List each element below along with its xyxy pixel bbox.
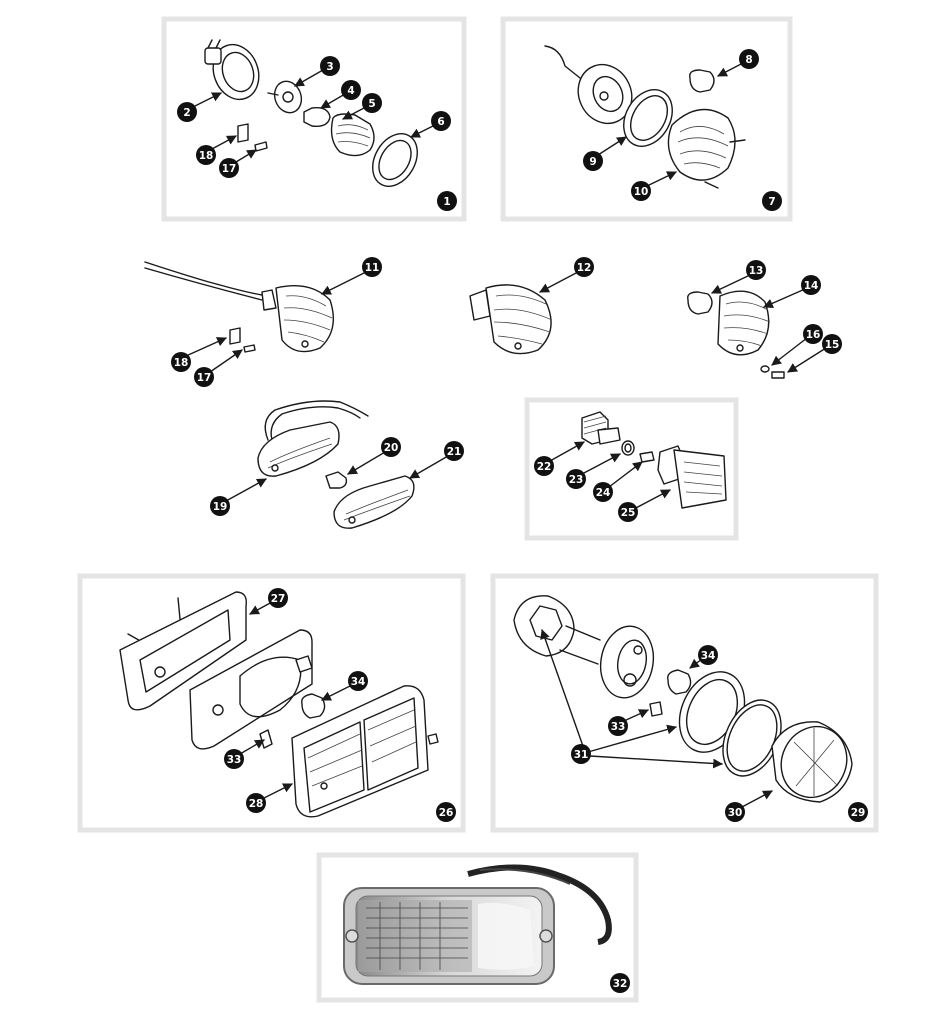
callout-8: 8 (739, 49, 759, 69)
svg-text:27: 27 (271, 593, 286, 605)
svg-text:33: 33 (611, 721, 626, 733)
callout-29: 29 (848, 802, 868, 822)
callout-15: 15 (822, 334, 842, 354)
svg-text:20: 20 (384, 442, 399, 454)
svg-text:18: 18 (199, 150, 214, 162)
svg-text:18: 18 (174, 357, 189, 369)
svg-text:13: 13 (749, 265, 764, 277)
callout-17b: 17 (194, 367, 214, 387)
svg-text:15: 15 (825, 339, 840, 351)
panel-frame-1 (161, 16, 467, 222)
svg-text:19: 19 (213, 501, 228, 513)
leader-arrows (185, 62, 827, 808)
callout-34b: 34 (698, 645, 718, 665)
callout-12: 12 (574, 257, 594, 277)
callout-1: 1 (437, 191, 457, 211)
callout-10: 10 (631, 181, 651, 201)
svg-text:34: 34 (701, 650, 716, 662)
svg-text:24: 24 (596, 487, 611, 499)
callout-26: 26 (436, 802, 456, 822)
callout-6: 6 (431, 111, 451, 131)
svg-text:8: 8 (745, 54, 752, 66)
row-2-drawing (144, 261, 785, 379)
callout-33b: 33 (608, 716, 628, 736)
callout-3: 3 (320, 56, 340, 76)
callout-5: 5 (362, 93, 382, 113)
svg-text:9: 9 (589, 156, 596, 168)
svg-text:32: 32 (613, 978, 628, 990)
callout-7: 7 (762, 191, 782, 211)
svg-text:31: 31 (574, 749, 589, 761)
callout-16: 16 (803, 324, 823, 344)
row-3-drawing (257, 400, 727, 529)
callout-14: 14 (801, 275, 821, 295)
callout-2: 2 (177, 102, 197, 122)
panel-frame-32 (316, 852, 639, 1003)
svg-text:29: 29 (851, 807, 866, 819)
svg-text:25: 25 (621, 507, 636, 519)
callout-23: 23 (566, 469, 586, 489)
svg-text:23: 23 (569, 474, 584, 486)
svg-text:34: 34 (351, 676, 366, 688)
callout-19: 19 (210, 496, 230, 516)
svg-text:6: 6 (437, 116, 444, 128)
svg-text:2: 2 (183, 107, 190, 119)
callout-30: 30 (725, 802, 745, 822)
panel-7-drawing (544, 45, 746, 189)
callout-badges: 1 2 3 4 5 6 18 17 7 8 9 10 11 12 13 14 1… (171, 49, 868, 993)
callout-20: 20 (381, 437, 401, 457)
panel-26-drawing (119, 591, 439, 818)
panel-frame-22-25 (524, 397, 739, 541)
svg-text:1: 1 (443, 196, 450, 208)
callout-18b: 18 (171, 352, 191, 372)
callout-31: 31 (571, 744, 591, 764)
svg-text:22: 22 (537, 461, 552, 473)
svg-text:10: 10 (634, 186, 649, 198)
callout-4: 4 (341, 80, 361, 100)
panel-1-drawing (204, 39, 418, 187)
callout-34a: 34 (348, 671, 368, 691)
svg-text:16: 16 (806, 329, 821, 341)
callout-21: 21 (444, 441, 464, 461)
panel-29-drawing (513, 595, 853, 803)
callout-22: 22 (534, 456, 554, 476)
callout-33a: 33 (224, 749, 244, 769)
svg-text:26: 26 (439, 807, 454, 819)
callout-9: 9 (583, 151, 603, 171)
panel-frame-26 (77, 573, 466, 833)
svg-text:11: 11 (365, 262, 380, 274)
svg-text:5: 5 (368, 98, 375, 110)
panel-frame-29 (490, 573, 879, 833)
svg-text:4: 4 (347, 85, 354, 97)
panel-frame-7 (500, 16, 793, 222)
callout-11: 11 (362, 257, 382, 277)
svg-text:3: 3 (326, 61, 333, 73)
callout-32: 32 (610, 973, 630, 993)
svg-text:17: 17 (197, 372, 212, 384)
callout-18a: 18 (196, 145, 216, 165)
callout-28: 28 (246, 793, 266, 813)
callout-17a: 17 (219, 158, 239, 178)
callout-25: 25 (618, 502, 638, 522)
svg-text:14: 14 (804, 280, 819, 292)
svg-text:30: 30 (728, 807, 743, 819)
callout-24: 24 (593, 482, 613, 502)
svg-text:17: 17 (222, 163, 237, 175)
svg-text:28: 28 (249, 798, 264, 810)
svg-text:12: 12 (577, 262, 592, 274)
panel-32-lamp (343, 864, 612, 985)
callout-13: 13 (746, 260, 766, 280)
svg-text:33: 33 (227, 754, 242, 766)
callout-27: 27 (268, 588, 288, 608)
svg-text:21: 21 (447, 446, 462, 458)
svg-text:7: 7 (768, 196, 775, 208)
